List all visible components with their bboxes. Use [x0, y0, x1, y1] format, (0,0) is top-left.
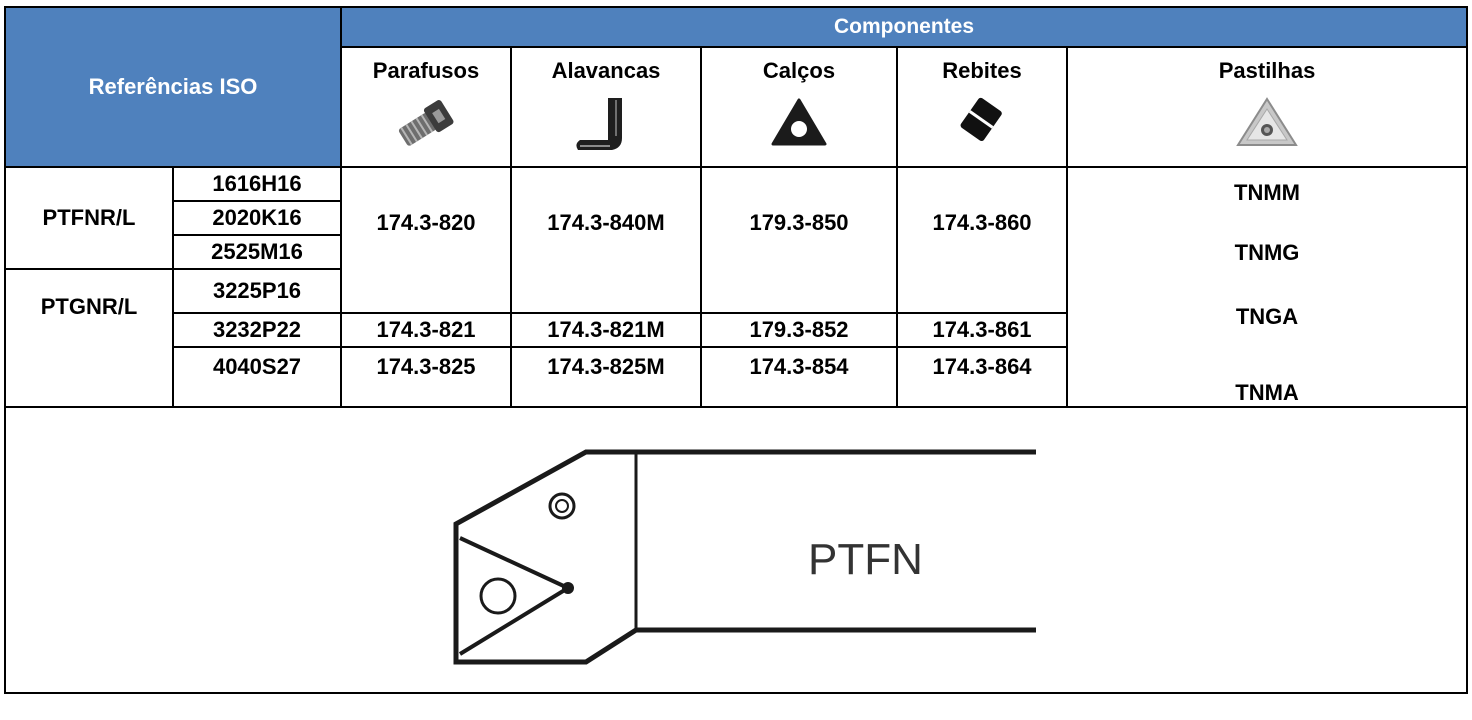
size-cell: 2525M16 [172, 234, 342, 270]
calco-value: 179.3-852 [700, 312, 898, 348]
value-text: 174.3-825 [376, 354, 476, 379]
value-text: 174.3-854 [749, 354, 849, 379]
column-label: Alavancas [551, 58, 661, 83]
alavanca-value: 174.3-825M [510, 346, 702, 408]
insert-code: TNGA [1235, 304, 1299, 329]
column-header-pastilhas: Pastilhas [1065, 46, 1469, 168]
rebite-value: 174.3-861 [896, 312, 1068, 348]
column-label: Rebites [942, 58, 1022, 83]
tool-drawing-cell: PTFN [3, 406, 1469, 694]
insert-icon [1236, 97, 1298, 146]
value-text: 174.3-840M [547, 210, 665, 235]
rebite-value: 174.3-860 [896, 166, 1068, 314]
calco-value: 174.3-854 [700, 346, 898, 408]
column-label: Parafusos [372, 58, 480, 83]
parafuso-value: 174.3-825 [340, 346, 512, 408]
tool-label: PTFN [808, 535, 923, 584]
shim-icon [771, 98, 827, 146]
insert-code: TNMA [1235, 380, 1299, 405]
value-text: 179.3-850 [749, 210, 849, 235]
size-cell: 3225P16 [172, 268, 342, 314]
insert-code: TNMM [1234, 180, 1301, 205]
column-label: Calços [762, 58, 836, 83]
rivet-icon [960, 97, 1002, 142]
insert-code: TNMG [1234, 240, 1300, 265]
tool-holder-drawing: PTFN [453, 449, 1036, 665]
alavanca-value: 174.3-840M [510, 166, 702, 314]
value-text: 174.3-860 [932, 210, 1032, 235]
column-header-parafusos: Parafusos [340, 46, 512, 168]
column-label: Pastilhas [1218, 58, 1316, 83]
parafuso-value: 174.3-821 [340, 312, 512, 348]
value-text: 174.3-820 [376, 210, 476, 235]
size-cell: 2020K16 [172, 200, 342, 236]
size-cell: 1616H16 [172, 166, 342, 202]
iso-references-header: Referências ISO [4, 6, 342, 168]
alavanca-value: 174.3-821M [510, 312, 702, 348]
calco-value: 179.3-850 [700, 166, 898, 314]
column-header-calcos: Calços [700, 46, 898, 168]
pastilhas-cell: TNMM TNMG TNGA TNMA [1065, 166, 1469, 408]
size-text: 4040S27 [212, 354, 302, 379]
screw-icon [398, 100, 454, 146]
size-cell: 4040S27 [172, 346, 342, 408]
components-header: Componentes [339, 6, 1469, 48]
value-text: 174.3-864 [932, 354, 1032, 379]
parafuso-value: 174.3-820 [340, 166, 512, 314]
size-cell: 3232P22 [172, 312, 342, 348]
column-header-alavancas: Alavancas [510, 46, 702, 168]
reference-text: PTGNR/L [40, 294, 138, 319]
reference-ptfnrl: PTFNR/L [4, 166, 174, 270]
lever-icon [576, 98, 622, 150]
value-text: 174.3-825M [547, 354, 665, 379]
rebite-value: 174.3-864 [896, 346, 1068, 408]
reference-ptgnrl: PTGNR/L [4, 268, 174, 408]
column-header-rebites: Rebites [896, 46, 1068, 168]
components-table: Referências ISO Componentes Parafusos Al… [3, 6, 1469, 694]
